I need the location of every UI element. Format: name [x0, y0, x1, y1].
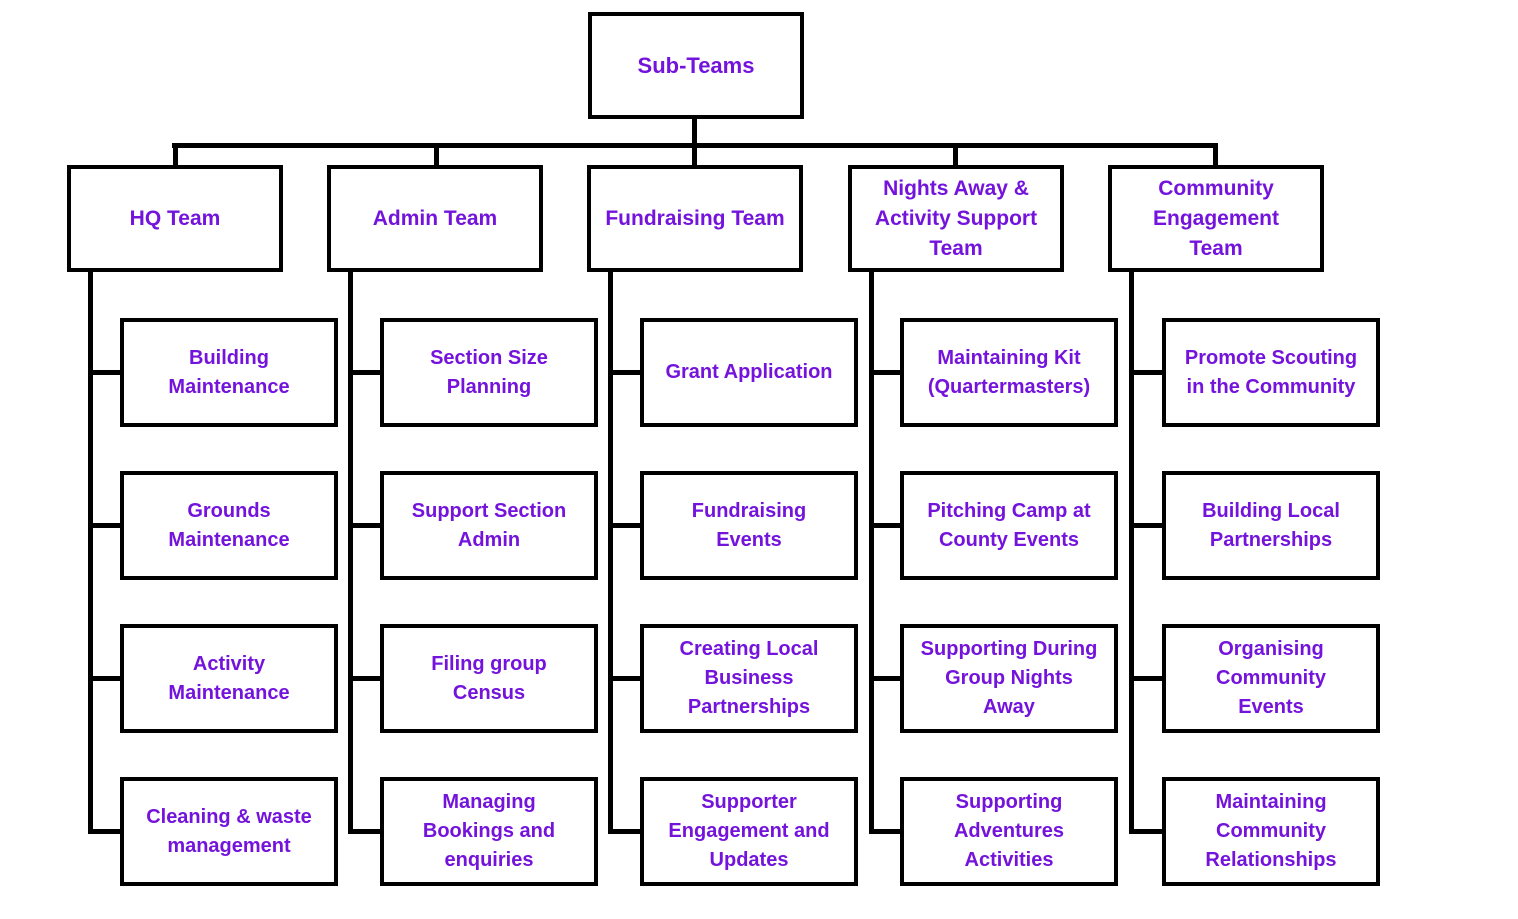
sub-box-supporting-adventures-activities: Supporting Adventures Activities [900, 777, 1118, 886]
root-stem-line [692, 118, 697, 146]
team-box-hq: HQ Team [67, 165, 283, 272]
column-line-community [1129, 270, 1134, 834]
sub-box-building-maintenance: Building Maintenance [120, 318, 338, 427]
stub-line-hq-1 [88, 370, 124, 375]
stub-line-admin-3 [348, 676, 384, 681]
stub-line-hq-2 [88, 523, 124, 528]
sub-box-supporting-group-nights-away: Supporting During Group Nights Away [900, 624, 1118, 733]
sub-box-promote-scouting-community: Promote Scouting in the Community [1162, 318, 1380, 427]
stub-line-admin-1 [348, 370, 384, 375]
stub-line-community-4 [1129, 829, 1166, 834]
sub-box-supporter-engagement-updates: Supporter Engagement and Updates [640, 777, 858, 886]
sub-box-fundraising-events: Fundraising Events [640, 471, 858, 580]
sub-box-organising-community-events: Organising Community Events [1162, 624, 1380, 733]
stub-line-community-1 [1129, 370, 1166, 375]
stub-line-fundraising-2 [608, 523, 644, 528]
sub-box-building-local-partnerships: Building Local Partnerships [1162, 471, 1380, 580]
stub-line-community-2 [1129, 523, 1166, 528]
stub-line-community-3 [1129, 676, 1166, 681]
team-box-nights-away: Nights Away & Activity Support Team [848, 165, 1064, 272]
sub-box-managing-bookings-enquiries: Managing Bookings and enquiries [380, 777, 598, 886]
stub-line-admin-4 [348, 829, 384, 834]
stub-line-hq-3 [88, 676, 124, 681]
sub-box-filing-group-census: Filing group Census [380, 624, 598, 733]
sub-box-pitching-camp-county-events: Pitching Camp at County Events [900, 471, 1118, 580]
stub-line-fundraising-4 [608, 829, 644, 834]
stub-line-nights-away-3 [869, 676, 905, 681]
stub-line-fundraising-1 [608, 370, 644, 375]
stub-line-nights-away-4 [869, 829, 905, 834]
drop-line-nights-away [953, 143, 958, 167]
drop-line-community [1213, 143, 1218, 167]
column-line-admin [348, 270, 353, 834]
team-box-community: Community Engagement Team [1108, 165, 1324, 272]
sub-box-grounds-maintenance: Grounds Maintenance [120, 471, 338, 580]
drop-line-hq [173, 143, 178, 167]
sub-box-grant-application: Grant Application [640, 318, 858, 427]
sub-box-creating-local-business-partnerships: Creating Local Business Partnerships [640, 624, 858, 733]
team-box-fundraising: Fundraising Team [587, 165, 803, 272]
sub-box-maintaining-kit-quartermasters: Maintaining Kit (Quartermasters) [900, 318, 1118, 427]
sub-box-activity-maintenance: Activity Maintenance [120, 624, 338, 733]
drop-line-admin [434, 143, 439, 167]
drop-line-fundraising [692, 143, 697, 167]
stub-line-nights-away-2 [869, 523, 905, 528]
column-line-hq [88, 270, 93, 834]
stub-line-fundraising-3 [608, 676, 644, 681]
sub-box-support-section-admin: Support Section Admin [380, 471, 598, 580]
sub-box-cleaning-waste-management: Cleaning & waste management [120, 777, 338, 886]
team-box-admin: Admin Team [327, 165, 543, 272]
sub-box-section-size-planning: Section Size Planning [380, 318, 598, 427]
stub-line-admin-2 [348, 523, 384, 528]
stub-line-nights-away-1 [869, 370, 905, 375]
column-line-fundraising [608, 270, 613, 834]
stub-line-hq-4 [88, 829, 124, 834]
sub-box-maintaining-community-relationships: Maintaining Community Relationships [1162, 777, 1380, 886]
column-line-nights-away [869, 270, 874, 834]
root-box-sub-teams: Sub-Teams [588, 12, 804, 119]
